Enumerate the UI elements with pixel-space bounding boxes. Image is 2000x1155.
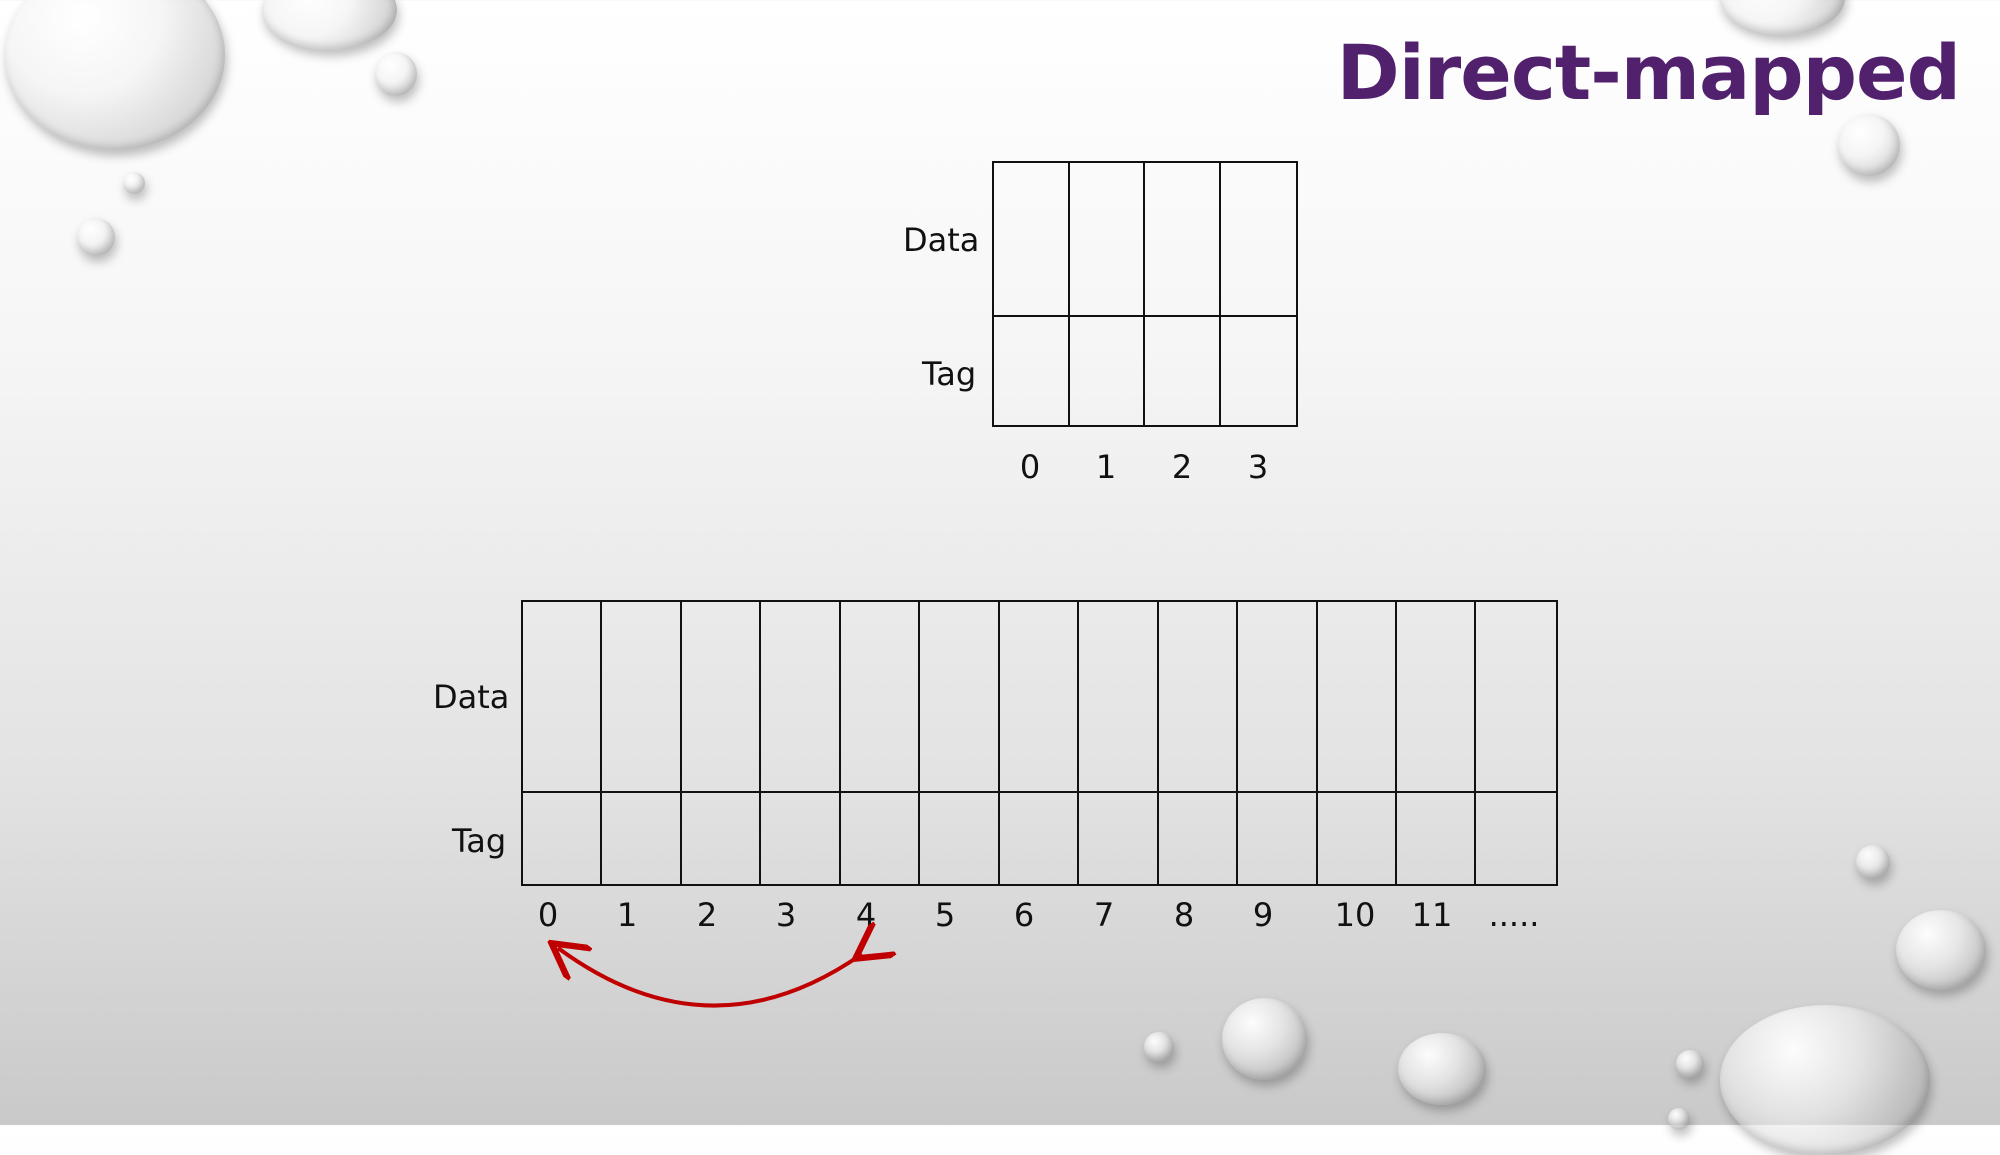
cache-tag-label: Tag bbox=[922, 355, 977, 393]
water-drop bbox=[1896, 910, 1986, 990]
memory-tag-label: Tag bbox=[452, 822, 507, 860]
memory-data-cell bbox=[1000, 602, 1080, 791]
memory-tag-cell bbox=[602, 793, 682, 884]
memory-data-cell bbox=[682, 602, 762, 791]
water-drop bbox=[1222, 998, 1307, 1080]
memory-data-cell bbox=[602, 602, 682, 791]
memory-data-cell bbox=[920, 602, 1000, 791]
memory-tag-cell bbox=[920, 793, 1000, 884]
cache-index-label: 2 bbox=[1171, 448, 1193, 486]
memory-tag-cell bbox=[1159, 793, 1239, 884]
memory-tag-cell bbox=[682, 793, 762, 884]
memory-data-row bbox=[523, 602, 1556, 793]
memory-index-label: 7 bbox=[1093, 896, 1115, 934]
cache-data-label: Data bbox=[903, 221, 980, 259]
cache-index-label: 0 bbox=[1019, 448, 1041, 486]
memory-index-label: 6 bbox=[1013, 896, 1035, 934]
memory-index-label: ..... bbox=[1488, 896, 1540, 934]
cache-data-cell bbox=[994, 163, 1070, 315]
cache-tag-row bbox=[994, 317, 1296, 425]
water-drop bbox=[123, 172, 145, 194]
memory-tag-cell bbox=[1318, 793, 1397, 884]
cache-tag-cell bbox=[1145, 317, 1221, 425]
memory-data-cell bbox=[761, 602, 841, 791]
water-drop bbox=[375, 52, 417, 96]
cache-data-row bbox=[994, 163, 1296, 317]
memory-data-cell bbox=[1079, 602, 1159, 791]
slide-title: Direct-mapped bbox=[1336, 28, 1961, 117]
memory-data-cell bbox=[1159, 602, 1239, 791]
memory-data-cell bbox=[1397, 602, 1477, 791]
cache-index-label: 3 bbox=[1247, 448, 1269, 486]
memory-tag-cell bbox=[761, 793, 841, 884]
memory-data-cell bbox=[1238, 602, 1318, 791]
cache-data-cell bbox=[1070, 163, 1145, 315]
cache-data-cell bbox=[1145, 163, 1221, 315]
cache-index-label: 1 bbox=[1095, 448, 1117, 486]
memory-tag-cell bbox=[1397, 793, 1477, 884]
memory-tag-cell bbox=[1000, 793, 1080, 884]
memory-data-cell bbox=[523, 602, 603, 791]
water-drop bbox=[1398, 1033, 1486, 1105]
memory-index-label: 5 bbox=[934, 896, 956, 934]
water-drop bbox=[1676, 1050, 1704, 1078]
memory-tag-cell bbox=[841, 793, 921, 884]
memory-tag-cell bbox=[523, 793, 603, 884]
memory-data-label: Data bbox=[433, 678, 510, 716]
memory-index-label: 8 bbox=[1173, 896, 1195, 934]
memory-data-cell bbox=[841, 602, 921, 791]
memory-index-label: 11 bbox=[1411, 896, 1453, 934]
memory-tag-cell bbox=[1079, 793, 1159, 884]
memory-data-cell bbox=[1318, 602, 1397, 791]
water-drop bbox=[1856, 845, 1890, 879]
water-drop bbox=[1838, 114, 1900, 176]
cache-tag-cell bbox=[994, 317, 1070, 425]
water-drop bbox=[5, 0, 225, 150]
cache-tag-cell bbox=[1070, 317, 1145, 425]
memory-index-label: 10 bbox=[1334, 896, 1376, 934]
water-drop bbox=[1144, 1032, 1174, 1062]
memory-table bbox=[521, 600, 1558, 886]
memory-tag-row bbox=[523, 793, 1556, 884]
mapping-arrow bbox=[0, 0, 2000, 1008]
cache-table bbox=[992, 161, 1298, 427]
memory-index-label: 9 bbox=[1252, 896, 1274, 934]
water-drop bbox=[77, 218, 115, 256]
memory-tag-cell bbox=[1238, 793, 1318, 884]
